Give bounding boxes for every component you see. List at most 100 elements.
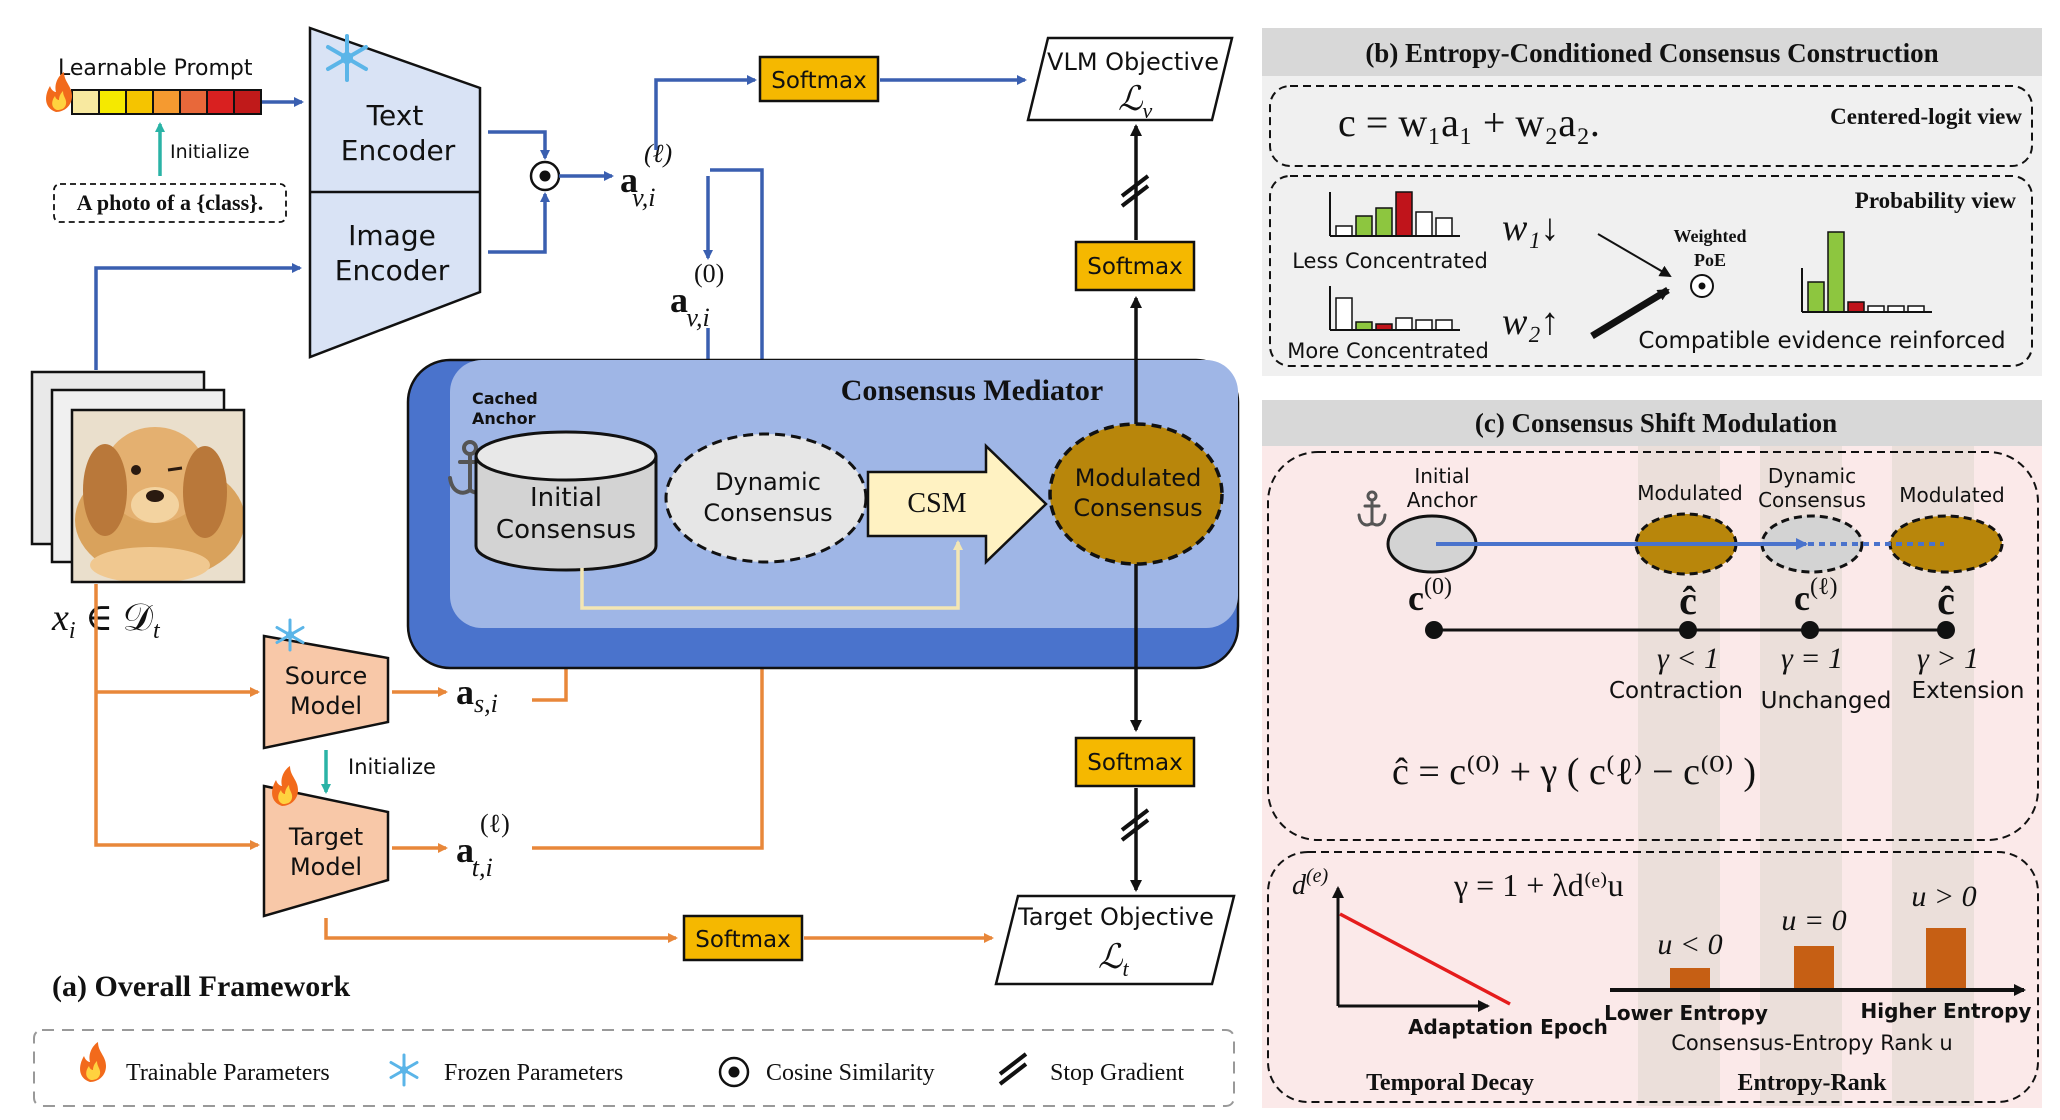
softmax-box-up [1074, 240, 1196, 292]
histogram-bar [1807, 281, 1825, 313]
target-objective-label: Target Objective [1017, 903, 1214, 931]
vlm-loss-symbol: ℒv [1118, 81, 1153, 123]
gamma-eq-label: γ = 1 [1781, 642, 1843, 675]
prompt-token [206, 89, 235, 115]
dynamic-consensus-line2: Consensus [703, 499, 832, 527]
input-label: xi ∈ 𝒟t [51, 597, 161, 644]
prompt-template-text: A photo of a {class}. [77, 190, 264, 215]
csm-arrow [866, 443, 1048, 565]
softmax-box-down [1074, 736, 1196, 788]
modulated-label-1: Modulated [1637, 481, 1743, 505]
prompt-token [98, 89, 127, 115]
temporal-decay-label: Temporal Decay [1366, 1070, 1534, 1096]
panel-a: Learnable Prompt Initialize A photo of a… [30, 26, 1240, 1107]
dynamic-consensus-c-line1: Dynamic [1768, 464, 1856, 488]
legend-cosine: Cosine Similarity [766, 1060, 935, 1086]
target-model-box [262, 784, 390, 918]
modulated-ellipse-2 [1888, 514, 2004, 574]
legend-snowflake-icon [389, 1053, 419, 1087]
a-vi-0-symbol: a(0)v,i [670, 259, 724, 332]
a-ti-l-symbol: a(ℓ)t,i [456, 809, 510, 882]
histogram-bar [1395, 191, 1413, 237]
panel-b-formula: c = w₁a₁ + w₂a₂. [1338, 100, 1600, 145]
snowflake-icon-source [275, 618, 305, 652]
c0-label: c(0) [1408, 574, 1452, 618]
combined-histogram [1801, 231, 1932, 313]
input-images [30, 370, 246, 584]
target-objective-box [994, 894, 1236, 986]
rank-bar [1926, 928, 1966, 988]
cached-anchor-line1: Cached [472, 389, 538, 408]
modulated-label-2: Modulated [1899, 483, 2005, 507]
prompt-token [152, 89, 181, 115]
histogram-bar [1415, 319, 1433, 331]
source-model-box [262, 634, 390, 750]
dynamic-consensus-line1: Dynamic [715, 468, 821, 496]
dynamic-consensus-ellipse [664, 432, 868, 564]
histogram-bar [1435, 319, 1453, 331]
chat-label-2: ĉ [1937, 578, 1955, 623]
centered-view-label: Centered-logit view [1830, 104, 2022, 129]
target-model-line1: Target [288, 823, 363, 851]
source-model-line2: Model [290, 692, 362, 720]
softmax-box-target [682, 914, 804, 962]
cl-label: c(ℓ) [1794, 574, 1837, 618]
a-vi-l-symbol: a(ℓ)v,i [620, 139, 672, 212]
prompt-token [71, 89, 100, 115]
vlm-objective-box [1026, 36, 1234, 122]
histogram-bar [1335, 297, 1353, 331]
a-si-symbol: as,i [456, 672, 498, 718]
modulated-consensus-ellipse [1048, 422, 1224, 566]
extension-label: Extension [1912, 678, 2025, 704]
panel-c-title: (c) Consensus Shift Modulation [1475, 408, 1837, 438]
softmax-label-down: Softmax [1087, 750, 1183, 776]
panel-b: (b) Entropy-Conditioned Consensus Constr… [1262, 28, 2042, 376]
stop-gradient-icon-up [1120, 174, 1150, 208]
legend-fire-icon [80, 1042, 106, 1082]
text-encoder-line2: Encoder [341, 134, 456, 167]
rank-label: Consensus-Entropy Rank u [1671, 1031, 1952, 1055]
less-concentrated-label: Less Concentrated [1292, 249, 1488, 273]
histogram-bar [1827, 231, 1845, 313]
modulated-consensus-line1: Modulated [1075, 464, 1202, 492]
gamma-lt-label: γ < 1 [1657, 642, 1719, 675]
gamma-formula: γ = 1 + λd⁽ᵉ⁾u [1453, 867, 1624, 903]
probability-view-box [1269, 175, 2033, 367]
initialize-label-1: Initialize [170, 141, 250, 163]
initial-anchor-line2: Anchor [1407, 488, 1478, 512]
consensus-mediator-title: Consensus Mediator [841, 374, 1104, 407]
prompt-token [179, 89, 208, 115]
u-gt-label: u > 0 [1911, 880, 1976, 913]
centered-view-box [1269, 85, 2033, 167]
legend-trainable: Trainable Parameters [126, 1060, 330, 1086]
anchor-icon-c [1357, 490, 1387, 527]
poe-dot-icon [1690, 274, 1714, 298]
image-encoder-line2: Encoder [335, 254, 450, 287]
dog-photo [72, 410, 244, 582]
legend-cosine-icon [718, 1056, 750, 1088]
chat-label-1: ĉ [1679, 578, 1697, 623]
probability-view-label: Probability view [1855, 188, 2017, 213]
stop-gradient-icon-down [1120, 808, 1150, 842]
initial-consensus-line1: Initial [530, 483, 602, 513]
legend-frozen: Frozen Parameters [444, 1060, 623, 1086]
more-concentrated-label: More Concentrated [1287, 339, 1489, 363]
panel-b-title: (b) Entropy-Conditioned Consensus Constr… [1365, 38, 1938, 68]
vlm-objective-label: VLM Objective [1047, 48, 1219, 76]
dynamic-consensus-c-line2: Consensus [1758, 488, 1866, 512]
more-concentrated-histogram [1329, 286, 1460, 331]
csm-label: CSM [907, 488, 966, 519]
initial-consensus-cylinder [474, 430, 658, 572]
snowflake-icon [326, 34, 368, 82]
gamma-box [1267, 851, 2039, 1103]
weighted-poe-line2: PoE [1694, 250, 1726, 270]
compatible-label: Compatible evidence reinforced [1638, 328, 2005, 354]
panel-c: (c) Consensus Shift Modulation Initial A… [1262, 400, 2042, 1108]
d-axis-label: d(e) [1292, 865, 1329, 901]
gamma-gt-label: γ > 1 [1917, 642, 1979, 675]
learnable-prompt-tokens [71, 89, 262, 115]
softmax-label-vlm: Softmax [771, 68, 867, 94]
decay-line [1339, 912, 1511, 1006]
histogram-bar [1395, 317, 1413, 331]
modulation-box [1267, 451, 2039, 841]
